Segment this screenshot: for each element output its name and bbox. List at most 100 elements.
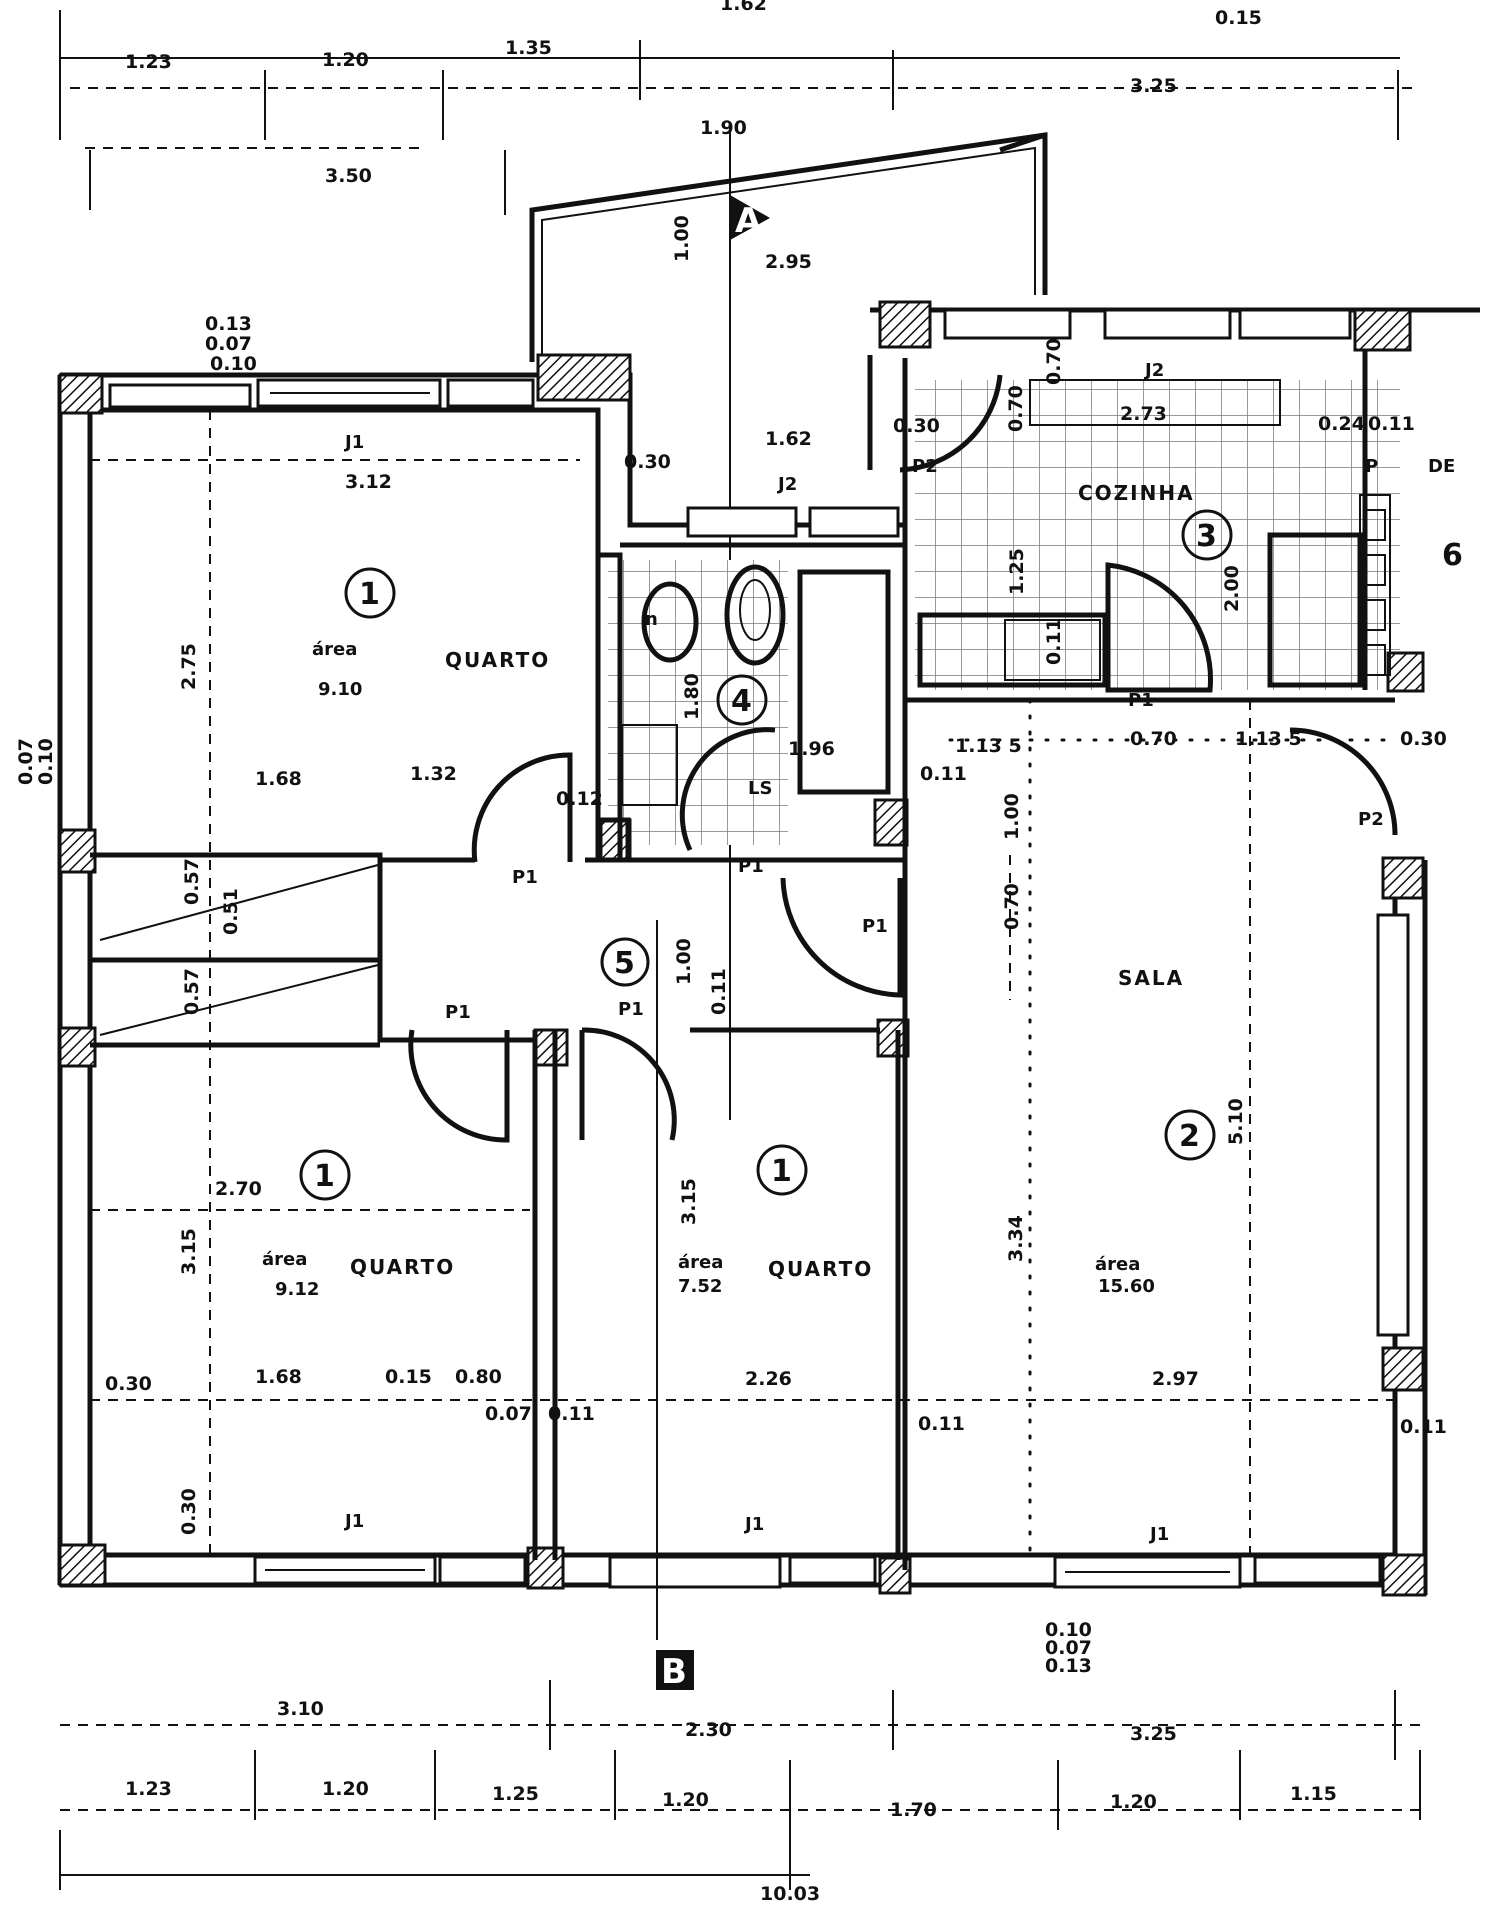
interior-walls (90, 490, 1395, 1570)
dim-bottom-2: 2.30 (685, 1719, 732, 1741)
closets (90, 864, 530, 1211)
svg-text:0.07: 0.07 (1045, 1637, 1092, 1659)
svg-text:2.97: 2.97 (1152, 1368, 1199, 1390)
dim-top-1: 1.23 (125, 51, 172, 73)
bottom-dimension-lines (59, 1680, 1421, 1890)
svg-text:SALA: SALA (1118, 966, 1184, 990)
svg-text:0.70: 0.70 (1001, 883, 1023, 930)
svg-text:0.24: 0.24 (1318, 413, 1365, 435)
room-living: 2 SALA área 15.60 2.97 3.34 5.10 J1 (1005, 966, 1247, 1545)
svg-text:1.25: 1.25 (1006, 548, 1028, 595)
svg-text:1.32: 1.32 (410, 763, 457, 785)
svg-text:0.11: 0.11 (1368, 413, 1415, 435)
dim-bottom-9: 1.20 (1110, 1791, 1157, 1813)
svg-text:0.13: 0.13 (1045, 1655, 1092, 1677)
section-mark-b: B (656, 920, 694, 1692)
svg-text:7.52: 7.52 (678, 1276, 722, 1297)
dim-top-7: 3.50 (325, 165, 372, 187)
dim-top-4: 1.62 (720, 0, 767, 15)
svg-text:P1: P1 (445, 1002, 471, 1023)
svg-text:1.13 5: 1.13 5 (955, 735, 1022, 757)
svg-text:B: B (661, 1652, 687, 1692)
svg-text:P1: P1 (738, 856, 764, 877)
svg-text:LS: LS (748, 778, 772, 799)
room-bedroom-bottom-left: 1 área 9.12 QUARTO 2.70 3.15 J1 (178, 1149, 455, 1532)
windows (108, 308, 1410, 1589)
kitchen-fittings (917, 379, 1391, 688)
room-bathroom: 4 J2 1.62 1.96 LS n (645, 428, 835, 799)
svg-text:9.10: 9.10 (318, 679, 362, 700)
svg-text:P2: P2 (912, 456, 938, 477)
svg-text:0.30: 0.30 (893, 415, 940, 437)
svg-text:0.11: 0.11 (1400, 1416, 1447, 1438)
dim-top-10: 2.95 (765, 251, 812, 273)
svg-text:1: 1 (314, 1159, 335, 1194)
svg-text:2.73: 2.73 (1120, 403, 1167, 425)
svg-text:1.68: 1.68 (255, 1366, 302, 1388)
balcony-outline (529, 132, 1048, 362)
door-swings (408, 374, 1398, 1143)
svg-text:3.15: 3.15 (678, 1178, 700, 1225)
svg-text:0.07: 0.07 (485, 1403, 532, 1425)
svg-text:3: 3 (1196, 519, 1217, 554)
reference-lines (90, 410, 1397, 1557)
svg-text:área: área (312, 639, 357, 660)
svg-text:0.10: 0.10 (35, 738, 57, 785)
inner-dimensions: 0.30 0.30 0.70 0.70 0.24 0.11 1.25 0.11 … (15, 338, 1447, 1677)
svg-text:P1: P1 (1128, 690, 1154, 711)
svg-text:J1: J1 (343, 1511, 364, 1532)
dim-top-13: 0.10 (210, 353, 257, 375)
svg-text:0.12: 0.12 (556, 788, 603, 810)
svg-text:0.30: 0.30 (624, 451, 671, 473)
dim-bottom-7: 1.20 (662, 1789, 709, 1811)
svg-text:5.10: 5.10 (1225, 1098, 1247, 1145)
dim-top-12: 0.07 (205, 333, 252, 355)
svg-text:0.11: 0.11 (918, 1413, 965, 1435)
dim-top-11: 0.13 (205, 313, 252, 335)
svg-text:QUARTO: QUARTO (350, 1255, 455, 1279)
svg-text:P1: P1 (512, 867, 538, 888)
dim-top-8: 1.90 (700, 117, 747, 139)
svg-text:9.12: 9.12 (275, 1279, 319, 1300)
dim-bottom-total: 10.03 (760, 1883, 820, 1905)
svg-text:0.11: 0.11 (708, 968, 730, 1015)
room-bedroom-top: 1 área 9.10 QUARTO 1.68 1.32 2.75 J1 3.1… (178, 432, 550, 790)
svg-text:0.11: 0.11 (920, 763, 967, 785)
svg-text:3.12: 3.12 (345, 471, 392, 493)
svg-text:QUARTO: QUARTO (445, 648, 550, 672)
dim-bottom-5: 1.20 (322, 1778, 369, 1800)
svg-text:1: 1 (771, 1154, 792, 1189)
bathroom-tiles (608, 560, 788, 845)
dim-bottom-4: 1.23 (125, 1778, 172, 1800)
svg-text:3.34: 3.34 (1005, 1215, 1027, 1262)
svg-text:3.15: 3.15 (178, 1228, 200, 1275)
room-kitchen: 3 COZINHA 2.73 2.00 J2 (1078, 360, 1243, 612)
svg-text:COZINHA: COZINHA (1078, 481, 1195, 505)
svg-text:4: 4 (731, 684, 752, 719)
svg-text:área: área (262, 1249, 307, 1270)
svg-text:0.70: 0.70 (1043, 338, 1065, 385)
svg-text:J1: J1 (743, 1514, 764, 1535)
svg-text:0.30: 0.30 (178, 1488, 200, 1535)
svg-text:0.11: 0.11 (548, 1403, 595, 1425)
svg-text:1.80: 1.80 (681, 673, 703, 720)
svg-text:0.30: 0.30 (1400, 728, 1447, 750)
svg-text:2.75: 2.75 (178, 643, 200, 690)
svg-text:P: P (1365, 456, 1378, 477)
svg-text:P2: P2 (1358, 809, 1384, 830)
svg-text:1: 1 (359, 577, 380, 612)
svg-text:área: área (1095, 1254, 1140, 1275)
dim-top-2: 1.20 (322, 49, 369, 71)
svg-text:0.07: 0.07 (15, 738, 37, 785)
svg-text:6: 6 (1442, 538, 1463, 573)
svg-text:0.80: 0.80 (455, 1366, 502, 1388)
svg-text:1.96: 1.96 (788, 738, 835, 760)
svg-text:1.13 5: 1.13 5 (1235, 728, 1302, 750)
svg-text:0.57: 0.57 (181, 858, 203, 905)
svg-text:2: 2 (1179, 1119, 1200, 1154)
dim-bottom-3: 3.25 (1130, 1723, 1177, 1745)
svg-text:1.62: 1.62 (765, 428, 812, 450)
svg-text:2.26: 2.26 (745, 1368, 792, 1390)
dim-bottom-6: 1.25 (492, 1783, 539, 1805)
